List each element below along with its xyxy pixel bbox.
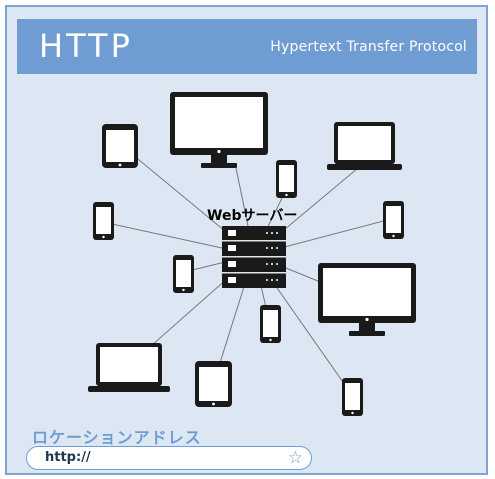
smartphone-icon (342, 378, 363, 416)
web-server-label: Webサーバー (207, 208, 297, 224)
desktop-monitor-icon (170, 92, 268, 168)
smartphone-icon (276, 160, 297, 198)
title-banner: HTTP Hypertext Transfer Protocol (17, 19, 477, 74)
tablet-icon (102, 124, 138, 168)
page-title: HTTP (39, 27, 133, 65)
smartphone-icon (173, 255, 194, 293)
web-server-icon (222, 226, 286, 288)
location-address-label: ロケーションアドレス (32, 428, 202, 447)
tablet-icon (195, 361, 232, 407)
smartphone-icon (383, 201, 404, 239)
address-input-value[interactable]: http:// (45, 450, 91, 465)
page-subtitle: Hypertext Transfer Protocol (270, 39, 467, 55)
desktop-monitor-icon (318, 263, 416, 336)
smartphone-icon (93, 202, 114, 240)
star-icon[interactable]: ☆ (287, 448, 303, 468)
smartphone-icon (260, 305, 281, 343)
address-bar[interactable]: http:// ☆ (26, 446, 312, 470)
laptop-icon (88, 343, 170, 392)
laptop-icon (327, 122, 402, 170)
